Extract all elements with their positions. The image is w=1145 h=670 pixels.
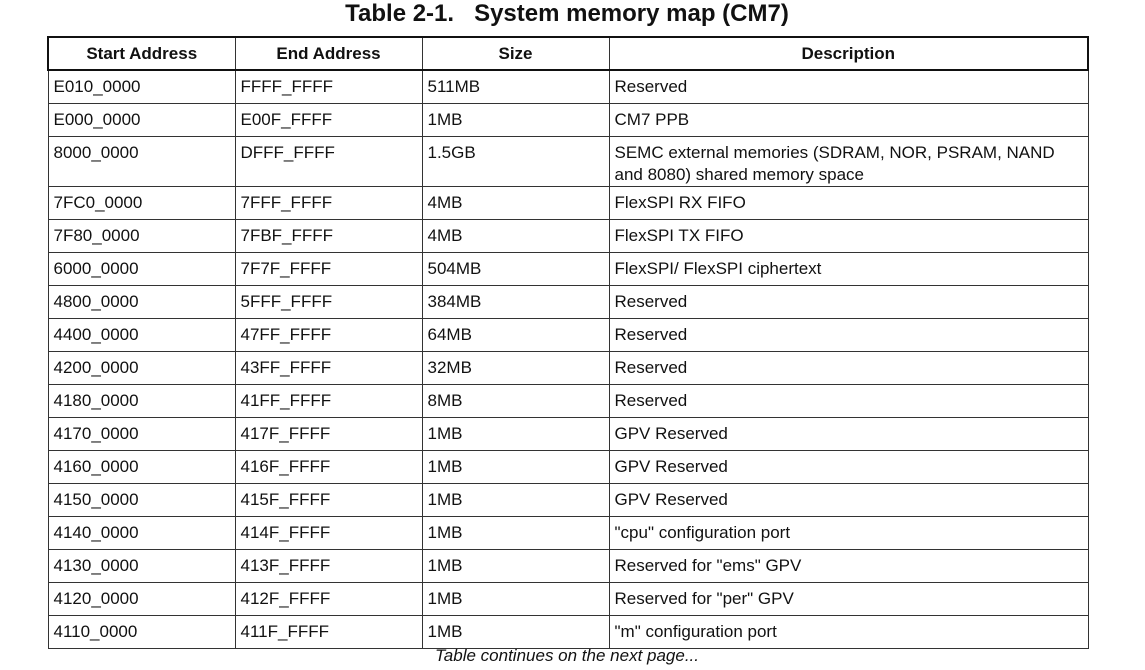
size-cell: 1MB [421,483,610,517]
start-address-cell: E000_0000 [47,103,236,137]
start-address-cell: 4170_0000 [47,417,236,451]
description-cell: SEMC external memories (SDRAM, NOR, PSRA… [608,136,1089,187]
header-row: Start Address End Address Size Descripti… [47,36,1089,71]
size-cell: 1MB [421,450,610,484]
table-title: Table 2-1. System memory map (CM7) [345,0,789,27]
end-address-cell: FFFF_FFFF [234,69,423,104]
start-address-cell: 4180_0000 [47,384,236,418]
start-address-cell: 4140_0000 [47,516,236,550]
end-address-cell: 414F_FFFF [234,516,423,550]
column-header-start-address: Start Address [47,36,236,71]
start-address-cell: 4150_0000 [47,483,236,517]
start-address-cell: 4200_0000 [47,351,236,385]
start-address-cell: 8000_0000 [47,136,236,187]
start-address-cell: 4800_0000 [47,285,236,319]
end-address-cell: 5FFF_FFFF [234,285,423,319]
size-cell: 1MB [421,103,610,137]
size-cell: 1MB [421,615,610,649]
size-cell: 8MB [421,384,610,418]
size-cell: 4MB [421,219,610,253]
description-cell: Reserved [608,351,1089,385]
column-header-size: Size [421,36,610,71]
description-cell: FlexSPI RX FIFO [608,186,1089,220]
description-cell: "cpu" configuration port [608,516,1089,550]
column-header-description: Description [608,36,1089,71]
size-cell: 1MB [421,417,610,451]
start-address-cell: 4400_0000 [47,318,236,352]
description-cell: "m" configuration port [608,615,1089,649]
start-address-cell: 7F80_0000 [47,219,236,253]
size-cell: 1MB [421,549,610,583]
size-cell: 1.5GB [421,136,610,187]
description-cell: Reserved for "ems" GPV [608,549,1089,583]
start-address-cell: 4130_0000 [47,549,236,583]
description-cell: Reserved [608,318,1089,352]
end-address-cell: 7FBF_FFFF [234,219,423,253]
description-cell: FlexSPI/ FlexSPI ciphertext [608,252,1089,286]
column-header-end-address: End Address [234,36,423,71]
end-address-cell: 416F_FFFF [234,450,423,484]
table-continuation-note: Table continues on the next page... [434,646,699,665]
size-cell: 32MB [421,351,610,385]
start-address-cell: 4110_0000 [47,615,236,649]
end-address-cell: 415F_FFFF [234,483,423,517]
description-cell: GPV Reserved [608,450,1089,484]
end-address-cell: 41FF_FFFF [234,384,423,418]
start-address-cell: E010_0000 [47,69,236,104]
end-address-cell: 43FF_FFFF [234,351,423,385]
start-address-cell: 4160_0000 [47,450,236,484]
end-address-cell: 412F_FFFF [234,582,423,616]
end-address-cell: E00F_FFFF [234,103,423,137]
description-cell: Reserved [608,285,1089,319]
end-address-cell: 7FFF_FFFF [234,186,423,220]
size-cell: 4MB [421,186,610,220]
description-cell: Reserved for "per" GPV [608,582,1089,616]
end-address-cell: 413F_FFFF [234,549,423,583]
end-address-cell: 7F7F_FFFF [234,252,423,286]
description-cell: GPV Reserved [608,417,1089,451]
end-address-cell: 417F_FFFF [234,417,423,451]
size-cell: 511MB [421,69,610,104]
start-address-cell: 7FC0_0000 [47,186,236,220]
description-cell: Reserved [608,384,1089,418]
description-cell: CM7 PPB [608,103,1089,137]
description-cell: FlexSPI TX FIFO [608,219,1089,253]
description-cell: Reserved [608,69,1089,104]
memory-map-table: Start Address End Address Size Descripti… [47,36,1089,649]
start-address-cell: 4120_0000 [47,582,236,616]
end-address-cell: 411F_FFFF [234,615,423,649]
description-cell: GPV Reserved [608,483,1089,517]
size-cell: 64MB [421,318,610,352]
size-cell: 1MB [421,582,610,616]
end-address-cell: 47FF_FFFF [234,318,423,352]
start-address-cell: 6000_0000 [47,252,236,286]
end-address-cell: DFFF_FFFF [234,136,423,187]
size-cell: 384MB [421,285,610,319]
size-cell: 504MB [421,252,610,286]
size-cell: 1MB [421,516,610,550]
